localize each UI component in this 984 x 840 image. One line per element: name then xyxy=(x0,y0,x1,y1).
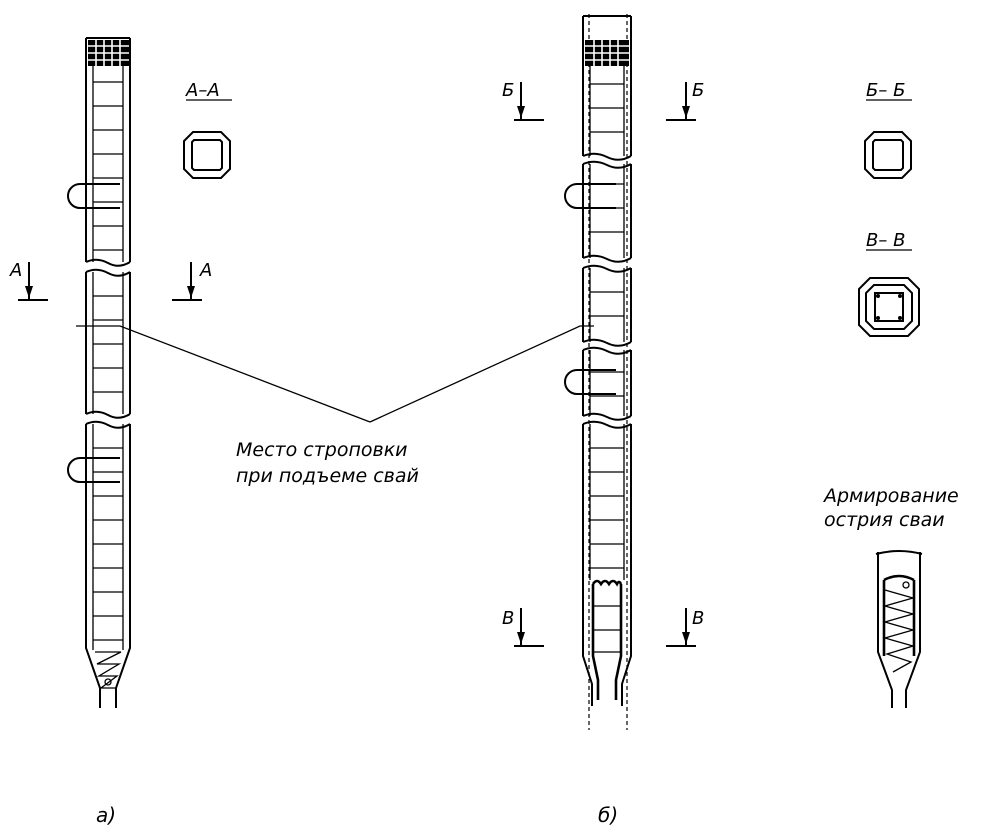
section-mark-a: А А xyxy=(9,260,212,301)
section-mark-b: Б Б xyxy=(502,80,704,121)
figure-label-a: а) xyxy=(96,803,116,827)
pile-b xyxy=(564,14,632,730)
sling-leaders xyxy=(76,325,594,423)
section-bb: Б– Б xyxy=(864,80,912,179)
tip-label-line2: острия сваи xyxy=(824,509,945,531)
section-aa: А–А xyxy=(183,80,232,179)
section-mark-b-right: Б xyxy=(692,80,704,101)
section-bb-title: Б– Б xyxy=(866,80,905,101)
tip-detail xyxy=(875,550,923,708)
lifting-loop xyxy=(564,369,616,395)
section-mark-a-left: А xyxy=(9,260,22,281)
section-aa-title: А–А xyxy=(185,80,220,101)
tip-label-line1: Армирование xyxy=(822,485,959,507)
lifting-loop xyxy=(564,183,616,209)
sling-label-line1: Место строповки xyxy=(236,439,408,461)
sling-label-line2: при подъеме свай xyxy=(236,465,419,487)
section-mark-v-left: В xyxy=(502,608,514,629)
pile-a xyxy=(67,37,131,708)
lifting-loop xyxy=(67,457,120,483)
section-mark-b-left: Б xyxy=(502,80,514,101)
section-mark-v-right: В xyxy=(692,608,704,629)
figure-label-b: б) xyxy=(598,803,618,827)
section-vv: В– В xyxy=(858,230,920,337)
section-mark-a-right: А xyxy=(199,260,212,281)
section-mark-v: В В xyxy=(502,608,704,647)
section-vv-title: В– В xyxy=(866,230,905,251)
lifting-loop xyxy=(67,183,120,209)
